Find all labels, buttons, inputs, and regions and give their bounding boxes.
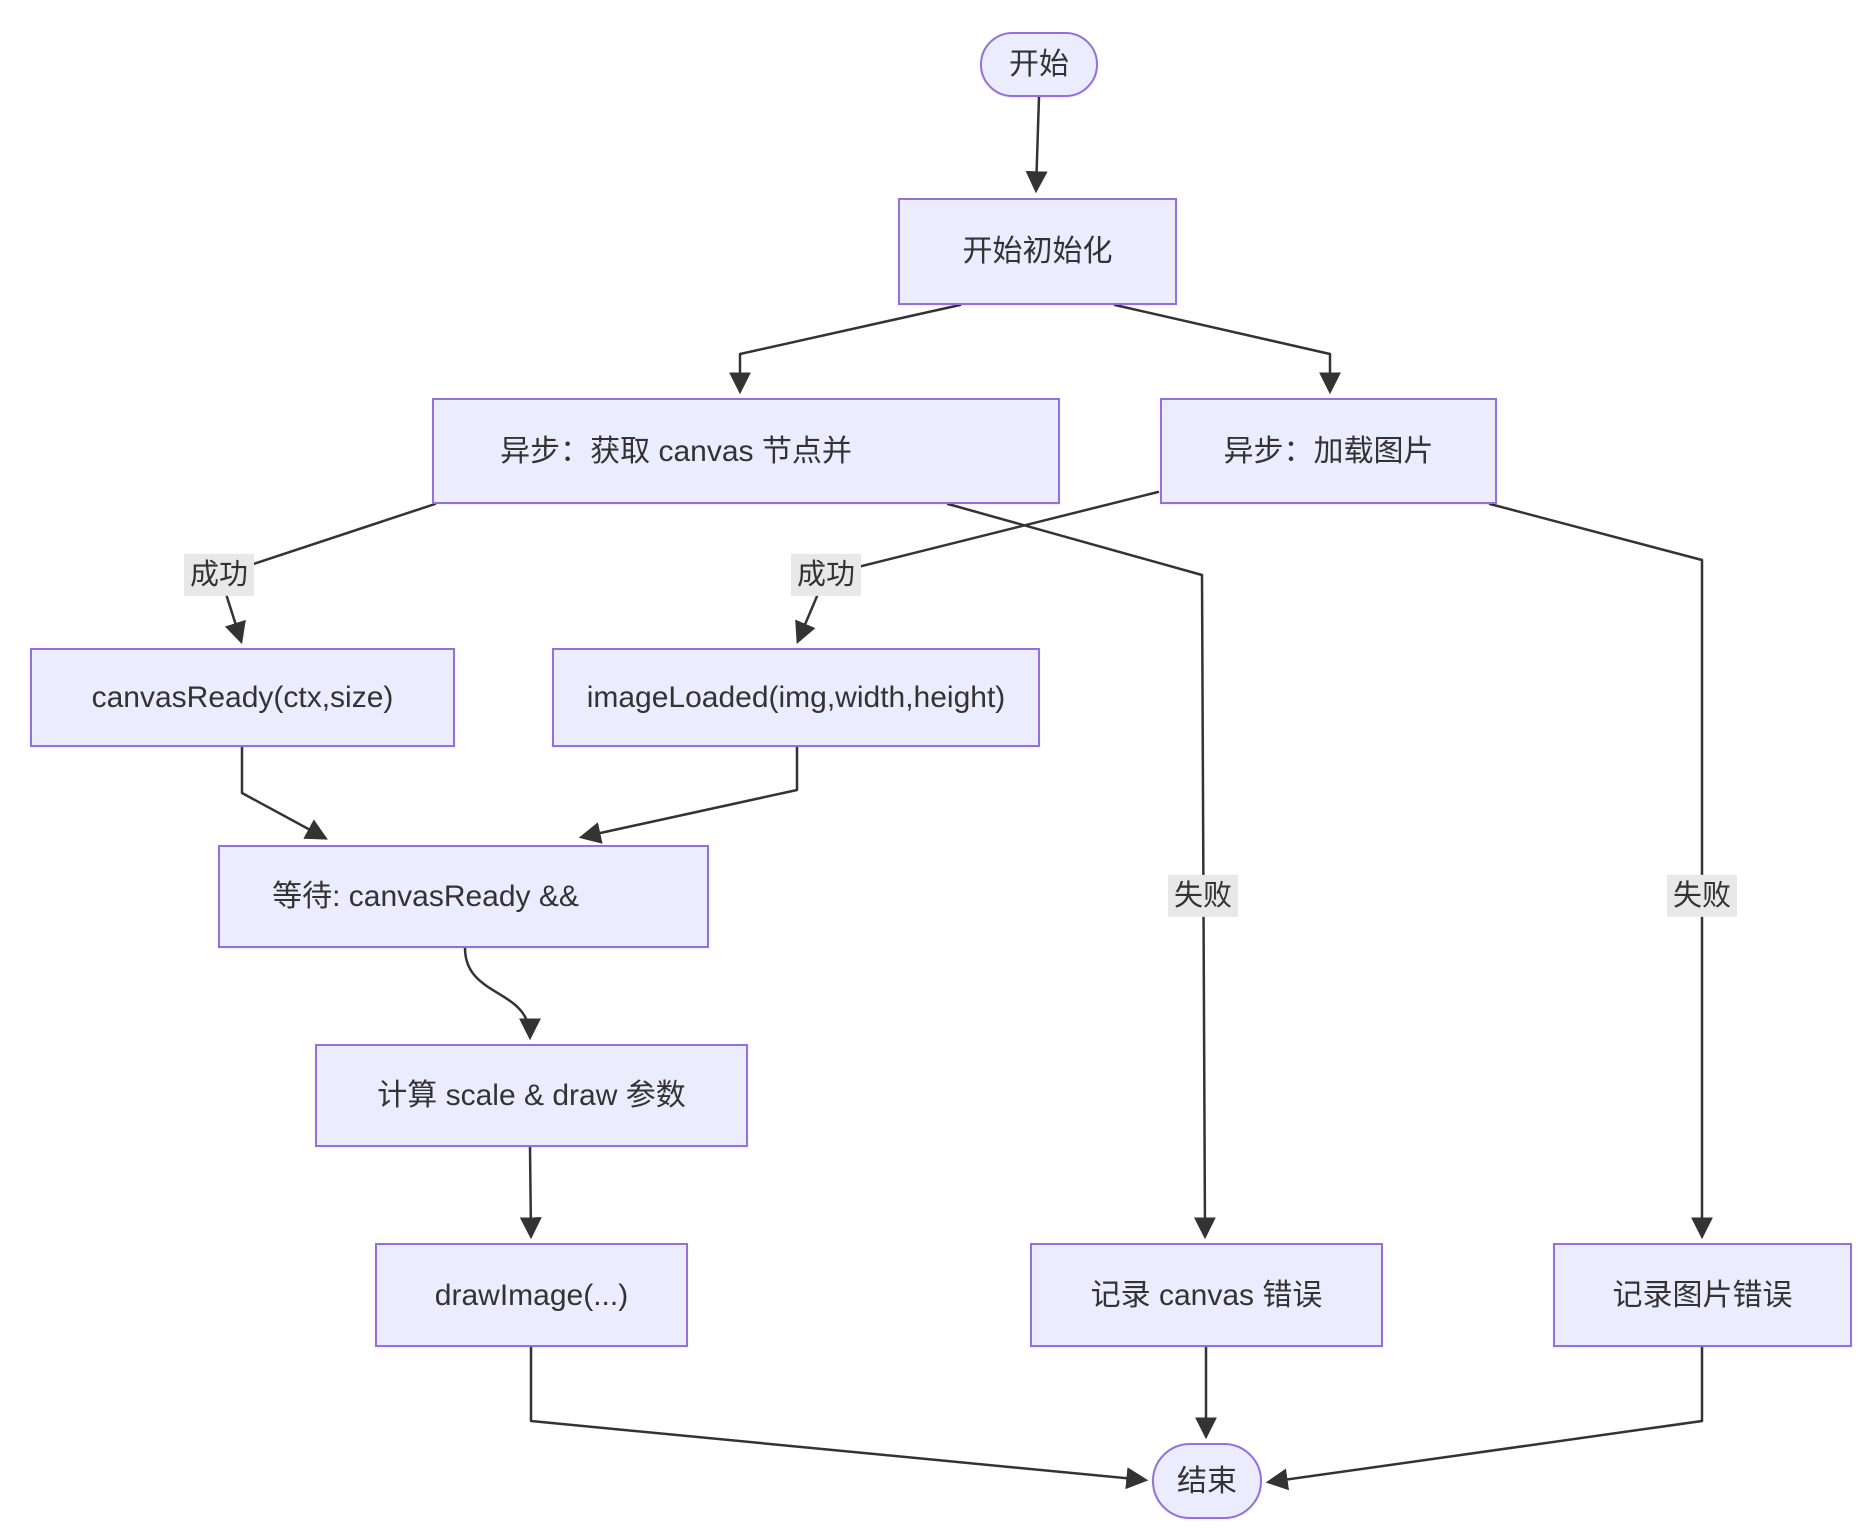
edge-calc-draw xyxy=(519,1145,542,1240)
node-image-error: 记录图片错误 xyxy=(1553,1243,1852,1347)
edge-wait-calc xyxy=(463,946,541,1041)
node-init: 开始初始化 xyxy=(898,198,1177,305)
edge-image-error-end xyxy=(1265,1345,1704,1491)
edge-label-success-canvas: 成功 xyxy=(183,553,255,597)
node-canvas-ready: canvasReady(ctx,size) xyxy=(30,648,455,747)
edge-start-init xyxy=(1025,95,1048,194)
edge-label-fail-canvas: 失败 xyxy=(1167,874,1239,918)
node-end-label: 结束 xyxy=(1177,1464,1237,1498)
node-init-label: 开始初始化 xyxy=(962,235,1113,268)
edge-image-loaded-wait xyxy=(578,745,799,844)
node-async-canvas-label: 异步：获取 canvas 节点并 xyxy=(500,434,852,468)
node-wait-label: 等待: canvasReady && xyxy=(272,880,579,913)
node-wait: 等待: canvasReady && xyxy=(218,845,709,948)
node-draw: drawImage(...) xyxy=(375,1243,688,1347)
node-async-canvas: 异步：获取 canvas 节点并 xyxy=(432,398,1060,504)
node-calc-label: 计算 scale & draw 参数 xyxy=(377,1079,686,1112)
edge-async-canvas-fail xyxy=(946,502,1216,1240)
node-canvas-error-label: 记录 canvas 错误 xyxy=(1090,1278,1323,1312)
node-draw-label: drawImage(...) xyxy=(434,1278,629,1312)
node-canvas-ready-label: canvasReady(ctx,size) xyxy=(91,681,394,714)
edge-label-success-image: 成功 xyxy=(790,553,862,597)
edge-canvas-ready-wait xyxy=(240,745,328,840)
edge-async-image-fail xyxy=(1488,502,1713,1240)
node-image-error-label: 记录图片错误 xyxy=(1612,1278,1793,1312)
node-image-loaded-label: imageLoaded(img,width,height) xyxy=(586,681,1006,714)
node-async-image-label: 异步：加载图片 xyxy=(1223,434,1434,468)
node-end: 结束 xyxy=(1152,1443,1262,1519)
node-start: 开始 xyxy=(980,32,1098,97)
edge-init-async-image xyxy=(1113,303,1341,395)
edge-init-async-canvas xyxy=(729,303,962,395)
node-calc: 计算 scale & draw 参数 xyxy=(315,1044,748,1147)
node-canvas-error: 记录 canvas 错误 xyxy=(1030,1243,1383,1347)
edge-draw-end xyxy=(529,1345,1149,1490)
edge-label-fail-image: 失败 xyxy=(1666,874,1738,918)
node-image-loaded: imageLoaded(img,width,height) xyxy=(552,648,1040,747)
node-async-image: 异步：加载图片 xyxy=(1160,398,1497,504)
node-start-label: 开始 xyxy=(1009,48,1069,81)
